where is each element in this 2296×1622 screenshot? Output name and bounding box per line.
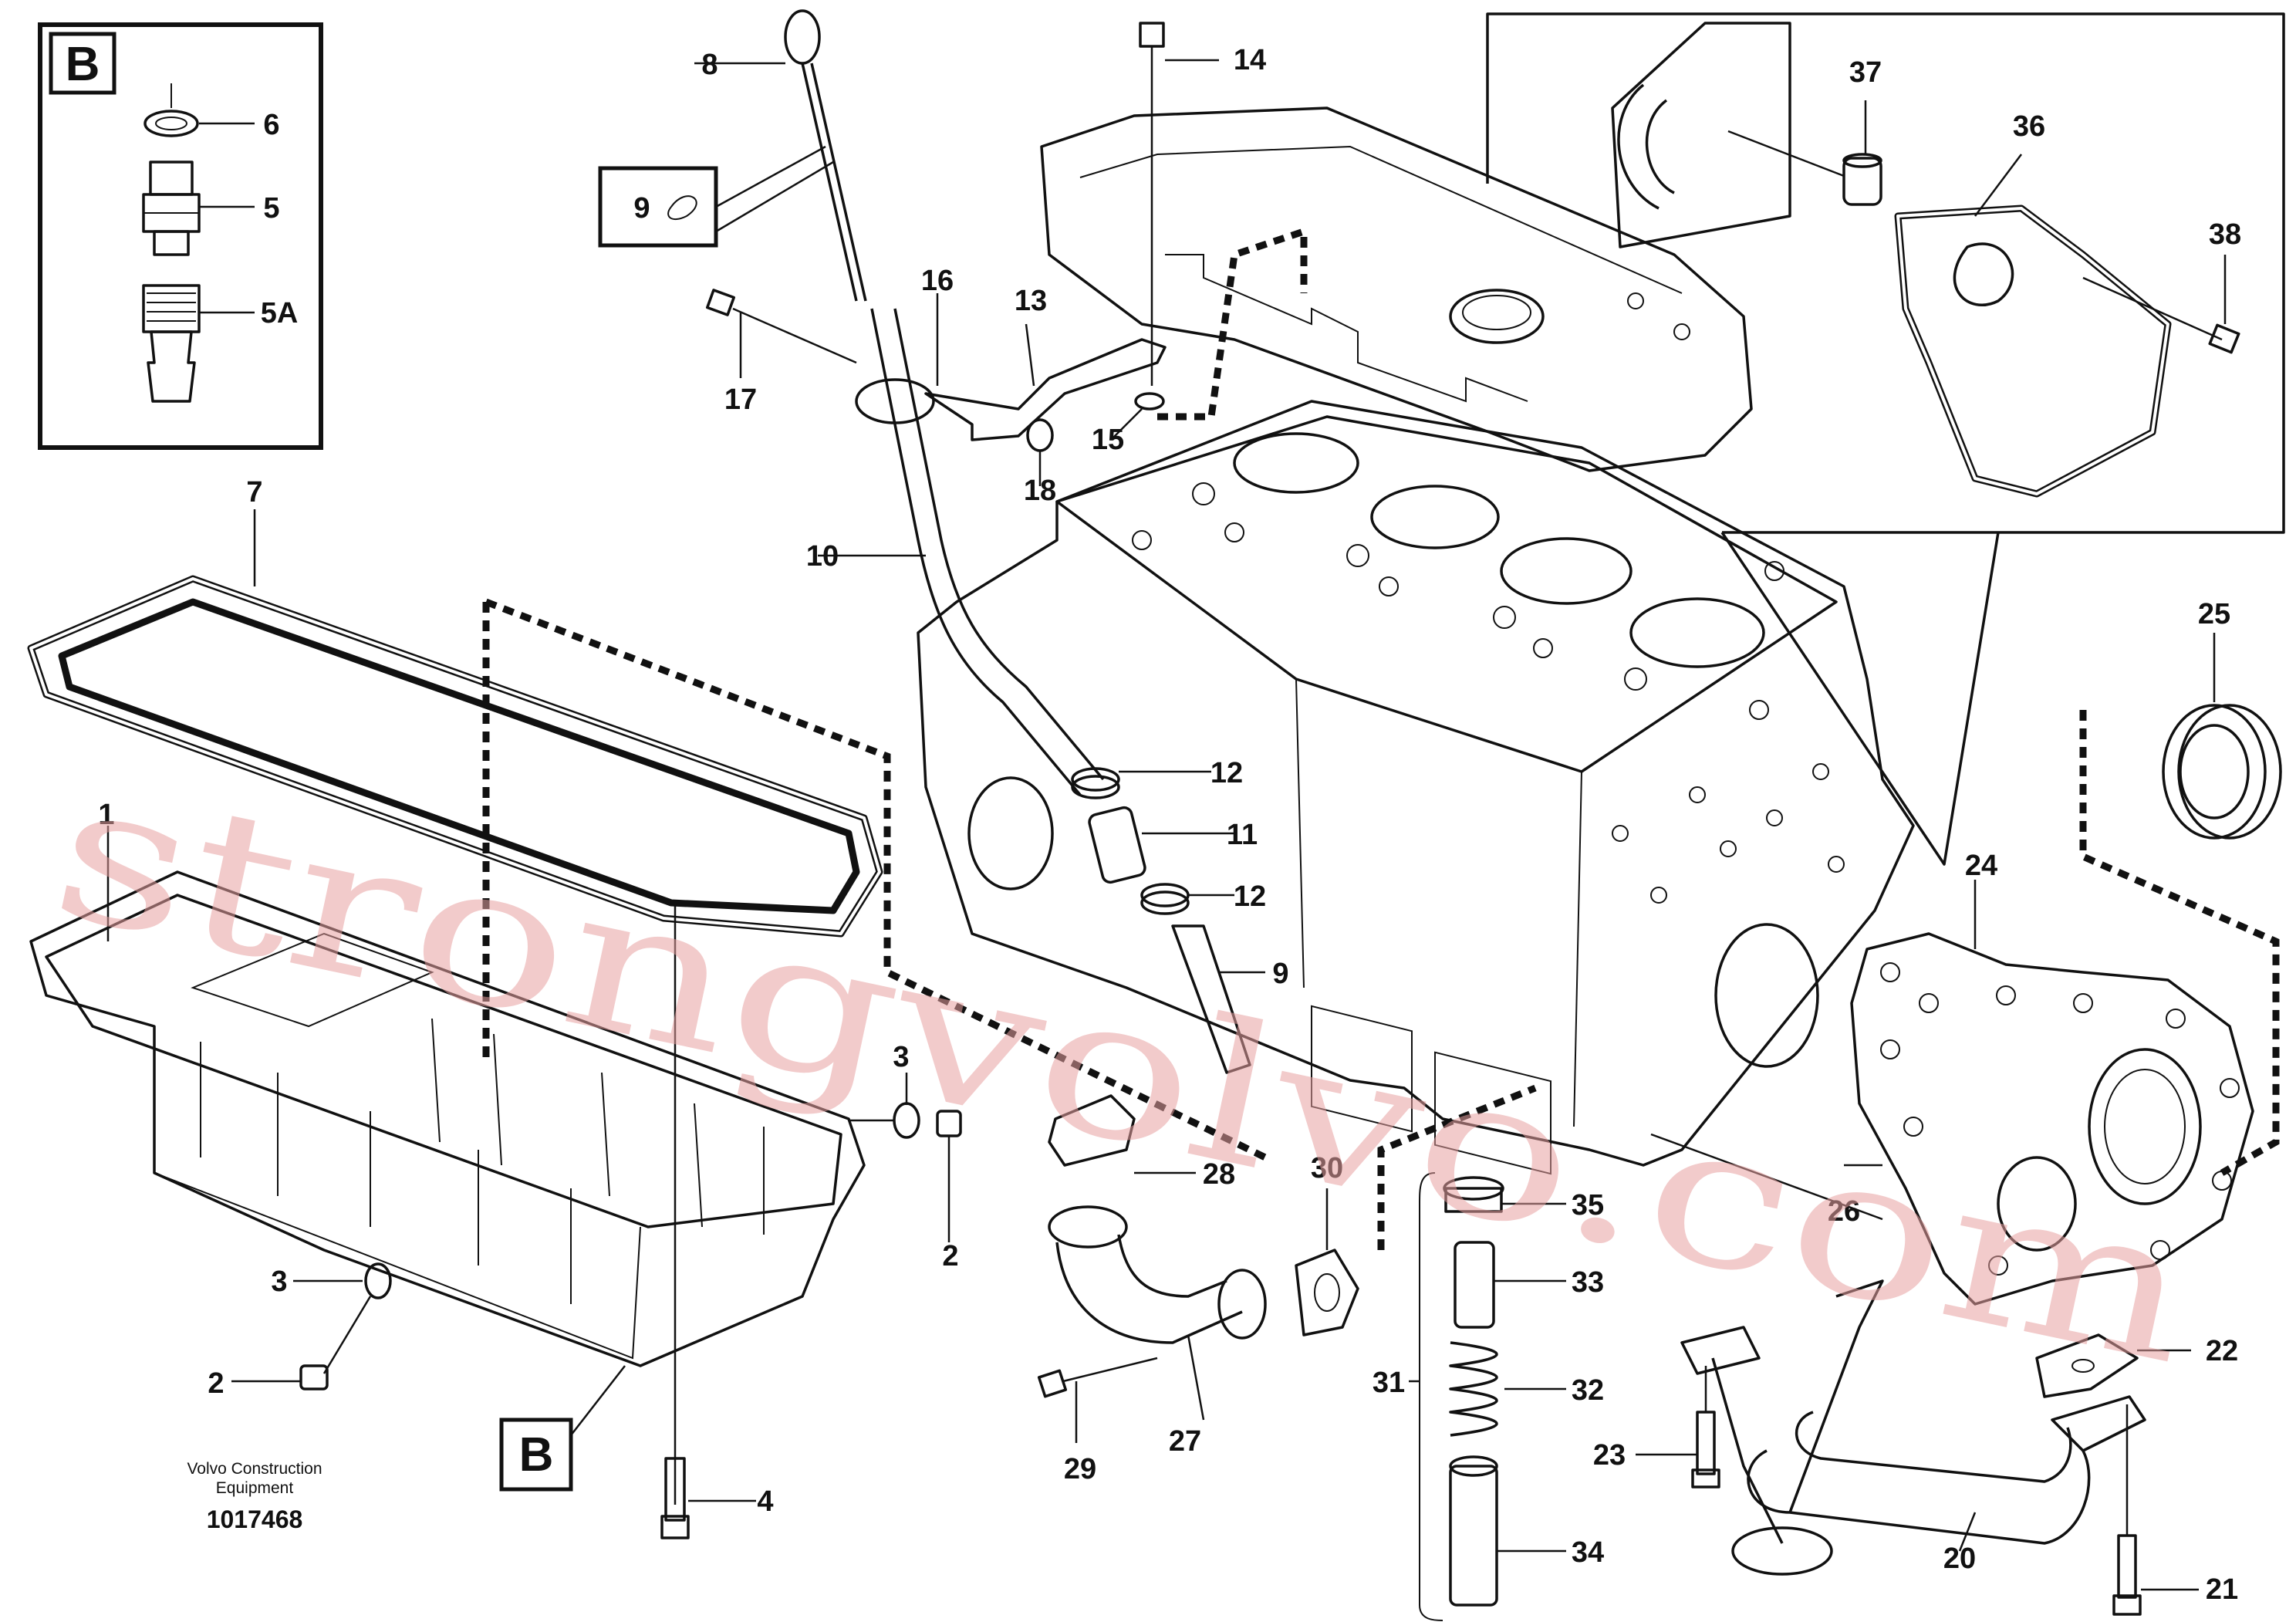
callout-33: 33 xyxy=(1572,1266,1604,1299)
caption-line-1: Volvo Construction xyxy=(187,1460,322,1478)
callout-18: 18 xyxy=(1024,475,1056,507)
drawing-number: 1017468 xyxy=(207,1505,303,1533)
callout-17: 17 xyxy=(724,384,757,416)
callout-37: 37 xyxy=(1849,56,1882,89)
callout-24: 24 xyxy=(1965,850,1997,882)
callout-14: 14 xyxy=(1234,44,1266,76)
callout-13: 13 xyxy=(1015,285,1047,317)
drain-plug-right xyxy=(849,1073,962,1242)
callout-36: 36 xyxy=(2013,110,2045,143)
callout-30: 30 xyxy=(1311,1152,1343,1184)
dipstick-tube xyxy=(598,145,1105,796)
callout-3-right: 3 xyxy=(893,1041,909,1073)
callout-8: 8 xyxy=(701,49,718,81)
callout-38: 38 xyxy=(2209,218,2241,251)
callout-6: 6 xyxy=(263,109,279,141)
filler-pipe xyxy=(1037,1094,1359,1443)
callout-11: 11 xyxy=(1227,819,1258,851)
crank-seal xyxy=(2162,633,2282,840)
dipstick xyxy=(694,9,867,302)
drawing-caption: Volvo Construction Equipment 1017468 xyxy=(187,1460,322,1533)
caption-line-2: Equipment xyxy=(216,1479,294,1497)
callout-3-bottom: 3 xyxy=(271,1265,287,1298)
callout-27: 27 xyxy=(1169,1425,1201,1458)
callout-9: 9 xyxy=(1272,958,1288,990)
suction-pipe xyxy=(1636,1279,2199,1616)
tube-seals xyxy=(1071,767,1265,1074)
callout-labels: 1 2 2 3 3 4 5 5A 6 7 8 9 9 10 11 12 12 1… xyxy=(98,44,2241,1606)
callout-26: 26 xyxy=(1828,1195,1860,1228)
callout-16: 16 xyxy=(921,265,954,297)
callout-28: 28 xyxy=(1203,1158,1235,1191)
callout-5a: 5A xyxy=(261,297,299,329)
oil-pump-housing xyxy=(1850,880,2254,1306)
callout-31: 31 xyxy=(1373,1367,1405,1399)
callout-10: 10 xyxy=(806,540,839,573)
detail-ref-b: B xyxy=(499,1365,626,1492)
callout-20: 20 xyxy=(1943,1543,1976,1575)
detail-box-label: B xyxy=(66,38,100,91)
inset-timing-cover xyxy=(1486,12,2285,866)
callout-2-right: 2 xyxy=(942,1240,958,1272)
detail-ref-label: B xyxy=(519,1428,554,1482)
drain-plug-bottom xyxy=(231,1262,392,1391)
callout-25: 25 xyxy=(2198,598,2230,630)
callout-29: 29 xyxy=(1064,1453,1096,1485)
pan-bolt xyxy=(660,903,756,1539)
callout-5: 5 xyxy=(263,192,279,225)
callout-4: 4 xyxy=(757,1485,773,1518)
oil-pan-gasket xyxy=(27,509,883,938)
dipstick-bracket xyxy=(705,22,1219,486)
callout-22: 22 xyxy=(2206,1335,2238,1367)
callout-15: 15 xyxy=(1092,424,1124,456)
callout-12-upper: 12 xyxy=(1210,757,1243,789)
callout-35: 35 xyxy=(1572,1189,1604,1222)
engine-block xyxy=(917,400,1915,1175)
pump-bolt xyxy=(1650,1133,1883,1221)
callout-1: 1 xyxy=(98,799,114,831)
callout-2-bottom: 2 xyxy=(208,1367,224,1400)
detail-box-b: B xyxy=(38,22,323,450)
callout-12-lower: 12 xyxy=(1234,880,1266,913)
callout-23: 23 xyxy=(1593,1439,1626,1472)
valve-cover xyxy=(1040,106,1753,472)
oil-pan xyxy=(29,826,866,1367)
callout-34: 34 xyxy=(1572,1536,1604,1569)
callout-32: 32 xyxy=(1572,1374,1604,1407)
relief-valve xyxy=(1409,1172,1566,1621)
callout-9-box: 9 xyxy=(633,192,650,225)
callout-21: 21 xyxy=(2206,1573,2238,1606)
callout-7: 7 xyxy=(246,476,262,509)
